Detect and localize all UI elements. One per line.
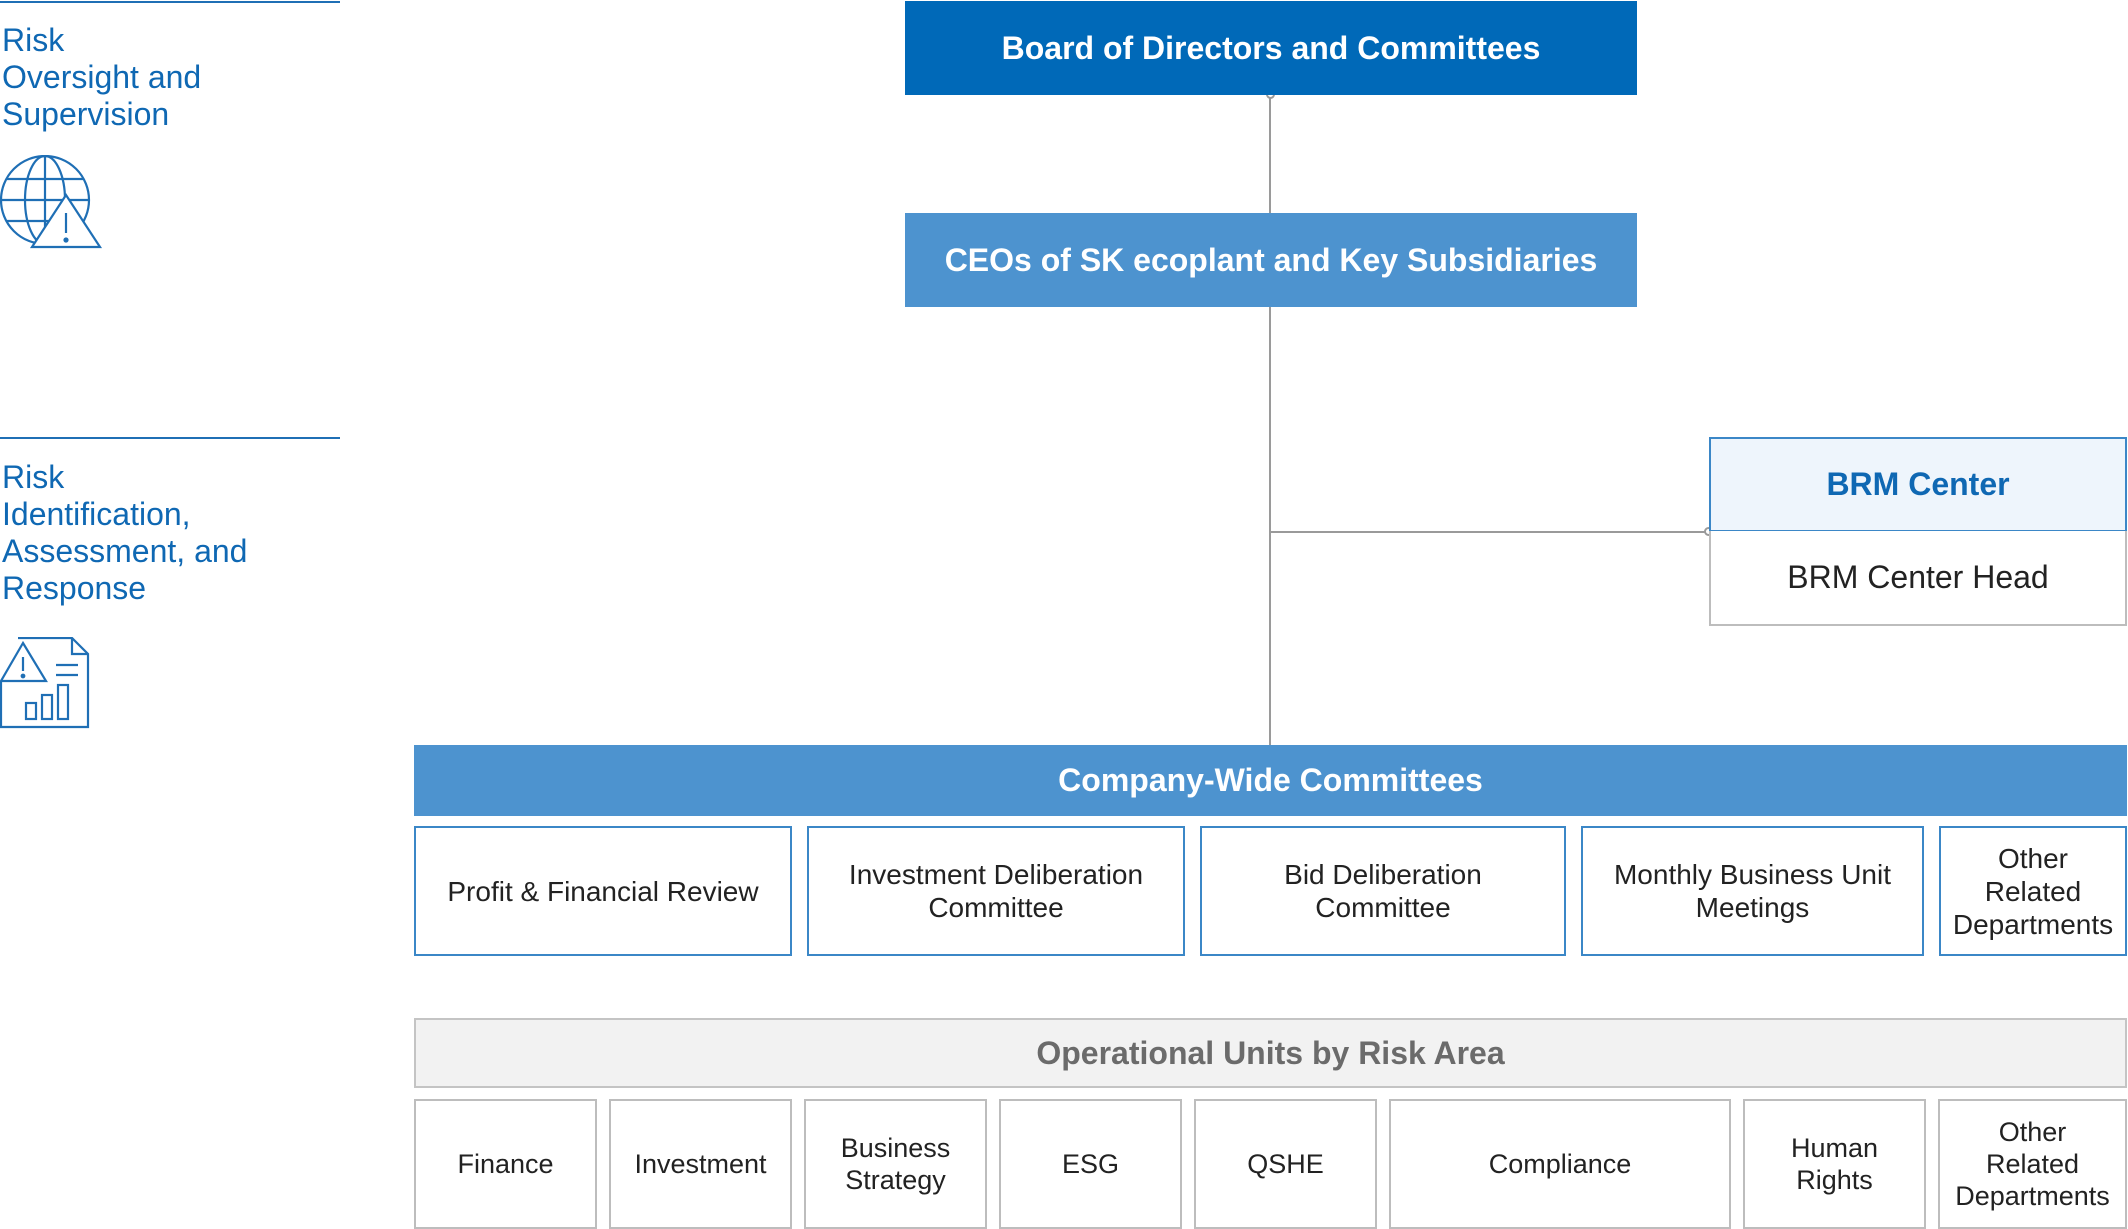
- brm-center-head-label: BRM Center Head: [1787, 559, 2049, 595]
- board-label: Board of Directors and Committees: [1001, 29, 1541, 66]
- board-box: Board of Directors and Committees: [905, 1, 1637, 95]
- oversight-section-title: Risk Oversight and Supervision: [2, 22, 202, 132]
- operational-unit-item: Business Strategy: [804, 1099, 987, 1229]
- operational-units-header: Operational Units by Risk Area: [414, 1018, 2127, 1088]
- operational-unit-item: Finance: [414, 1099, 597, 1229]
- operational-unit-item: QSHE: [1194, 1099, 1377, 1229]
- committee-item: Monthly Business Unit Meetings: [1581, 826, 1924, 956]
- committee-item: Bid Deliberation Committee: [1200, 826, 1566, 956]
- ceo-box: CEOs of SK ecoplant and Key Subsidiaries: [905, 213, 1637, 307]
- operational-unit-item: Other Related Departments: [1938, 1099, 2127, 1229]
- operational-units-title: Operational Units by Risk Area: [1036, 1034, 1505, 1071]
- brm-center-title: BRM Center: [1826, 466, 2010, 502]
- oversight-divider: [0, 1, 340, 3]
- report-warning-icon: [0, 636, 90, 734]
- identification-section-title: Risk Identification, Assessment, and Res…: [2, 459, 248, 606]
- committee-item: Profit & Financial Review: [414, 826, 792, 956]
- committee-item: Other Related Departments: [1939, 826, 2127, 956]
- operational-unit-item: ESG: [999, 1099, 1182, 1229]
- globe-warning-icon: [0, 154, 104, 256]
- ceo-label: CEOs of SK ecoplant and Key Subsidiaries: [944, 241, 1598, 278]
- ceo-committee-connector: [1269, 306, 1271, 746]
- operational-unit-item: Compliance: [1389, 1099, 1731, 1229]
- operational-unit-item: Investment: [609, 1099, 792, 1229]
- company-wide-committees-title: Company-Wide Committees: [1058, 762, 1483, 798]
- company-wide-committees-header: Company-Wide Committees: [414, 745, 2127, 816]
- operational-unit-item: Human Rights: [1743, 1099, 1926, 1229]
- committee-item: Investment Deliberation Committee: [807, 826, 1185, 956]
- board-ceo-connector: [1269, 94, 1271, 214]
- identification-divider: [0, 437, 340, 439]
- brm-connector: [1269, 531, 1709, 533]
- brm-center-head-box: BRM Center Head: [1709, 531, 2127, 626]
- brm-center-box: BRM Center: [1709, 437, 2127, 532]
